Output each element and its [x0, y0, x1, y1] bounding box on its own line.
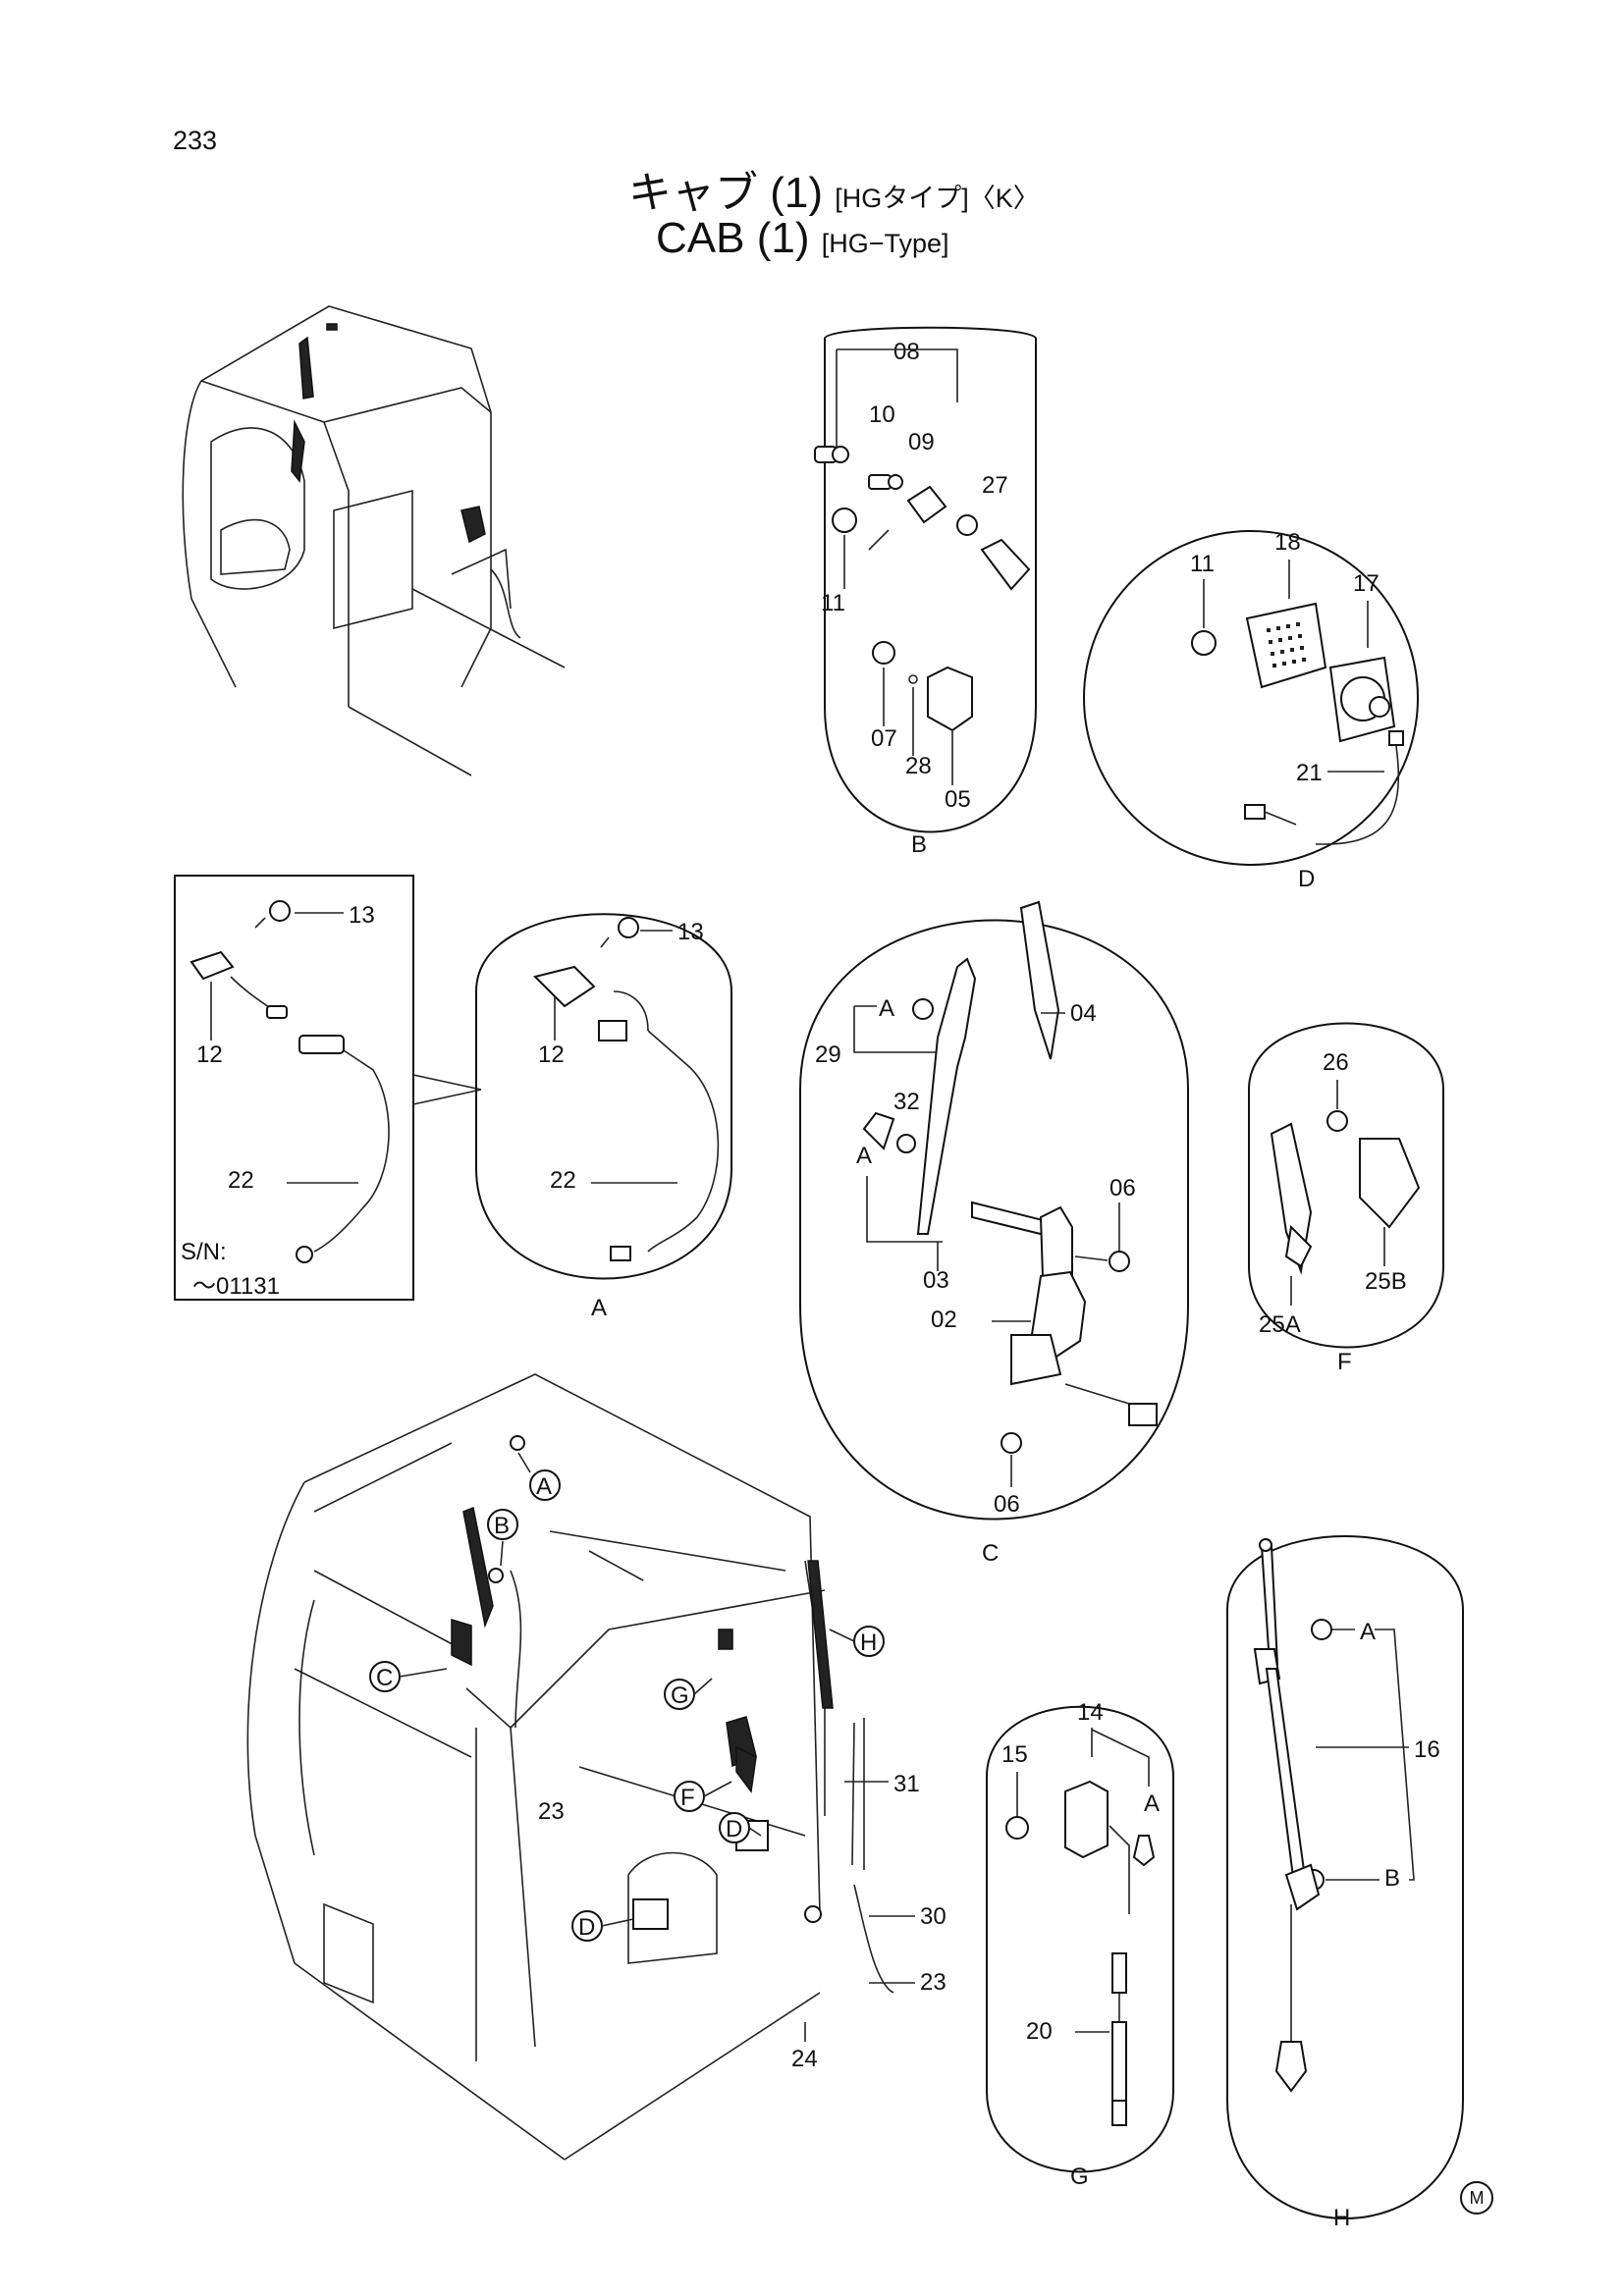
part-25a: 25A — [1259, 1311, 1301, 1338]
part-06-lower: 06 — [994, 1491, 1020, 1518]
part-28: 28 — [905, 753, 932, 779]
part-24: 24 — [791, 2046, 818, 2072]
part-11: 11 — [821, 590, 845, 616]
part-02: 02 — [931, 1307, 957, 1333]
sn-range: 〜01131 — [192, 1273, 280, 1300]
detail-g: G 14 15 A 20 — [986, 1699, 1174, 2190]
detail-d-label: D — [1298, 866, 1315, 892]
part-25b: 25B — [1365, 1268, 1407, 1295]
detail-c: C 04 29 A 32 A 06 03 02 06 — [799, 900, 1189, 1567]
detail-g-ref-a: A — [1144, 1790, 1160, 1817]
detail-a: A 13 12 22 — [475, 913, 732, 1321]
part-20: 20 — [1026, 2018, 1053, 2045]
part-13-sn: 13 — [349, 902, 375, 929]
detail-d: D 11 18 17 21 — [1083, 529, 1419, 892]
manufacturer-mark: M — [1460, 2181, 1493, 2215]
title-en-tag: [HG−Type] — [821, 229, 949, 258]
part-16: 16 — [1414, 1736, 1440, 1763]
callout-d-lower: D — [578, 1914, 595, 1941]
callout-c: C — [376, 1665, 393, 1691]
detail-f-label: F — [1337, 1349, 1352, 1375]
detail-b: B 08 10 09 27 11 07 28 05 — [814, 326, 1037, 858]
part-22: 22 — [550, 1167, 576, 1194]
part-14: 14 — [1077, 1699, 1104, 1726]
title-english: CAB (1) [HG−Type] — [656, 214, 949, 263]
part-18: 18 — [1274, 529, 1301, 556]
callout-g: G — [671, 1682, 689, 1709]
part-21: 21 — [1296, 760, 1323, 786]
title-en-main: CAB (1) — [656, 214, 810, 262]
callout-b: B — [494, 1513, 510, 1539]
detail-h-ref-a: A — [1360, 1619, 1376, 1645]
main-cab-drawing: A B C H G F D D 23 31 30 23 24 — [246, 1373, 947, 2161]
part-30: 30 — [920, 1903, 947, 1930]
part-06-upper: 06 — [1109, 1175, 1136, 1201]
detail-f: F 26 25B 25A — [1248, 1022, 1444, 1375]
part-29: 29 — [815, 1041, 841, 1068]
part-11-d: 11 — [1190, 551, 1215, 577]
cab-overview-drawing — [182, 305, 566, 776]
part-05: 05 — [945, 786, 971, 813]
part-22-sn: 22 — [228, 1167, 254, 1194]
callout-a: A — [536, 1473, 552, 1500]
callout-h: H — [860, 1629, 877, 1656]
page-number: 233 — [173, 126, 218, 155]
sn-label: S/N: — [181, 1239, 227, 1265]
detail-h-ref-b: B — [1384, 1865, 1400, 1892]
part-04: 04 — [1070, 1000, 1097, 1027]
callout-d-upper: D — [726, 1816, 742, 1842]
part-12-sn: 12 — [196, 1041, 223, 1068]
part-27: 27 — [982, 472, 1008, 499]
detail-a-label: A — [591, 1295, 607, 1321]
part-15: 15 — [1001, 1741, 1028, 1768]
detail-g-label: G — [1070, 2163, 1089, 2190]
part-09: 09 — [908, 429, 935, 455]
part-12: 12 — [538, 1041, 565, 1068]
part-07: 07 — [871, 725, 897, 752]
title-japanese: キャブ (1) [HGタイプ]〈K〉 — [628, 157, 1040, 220]
title-jp-tag: [HGタイプ]〈K〉 — [835, 184, 1040, 213]
part-03: 03 — [923, 1267, 949, 1294]
callout-f: F — [680, 1785, 695, 1811]
serial-detail-box: 13 12 22 S/N: 〜01131 — [174, 875, 482, 1301]
detail-c-label: C — [982, 1540, 999, 1567]
title-jp-main: キャブ (1) — [628, 169, 823, 217]
part-10: 10 — [869, 401, 895, 428]
part-32: 32 — [893, 1089, 920, 1115]
part-13: 13 — [677, 919, 704, 945]
detail-c-ref-a-2: A — [856, 1143, 872, 1169]
detail-b-label: B — [911, 831, 927, 858]
detail-h-label: H — [1333, 2205, 1350, 2231]
part-08: 08 — [893, 339, 920, 365]
detail-c-ref-a-1: A — [879, 995, 894, 1022]
part-17: 17 — [1353, 570, 1380, 597]
part-23-main: 23 — [538, 1798, 565, 1825]
part-26: 26 — [1323, 1049, 1349, 1076]
part-31: 31 — [893, 1771, 920, 1797]
part-23-side: 23 — [920, 1969, 947, 1996]
detail-h: H A 16 B — [1226, 1535, 1464, 2231]
